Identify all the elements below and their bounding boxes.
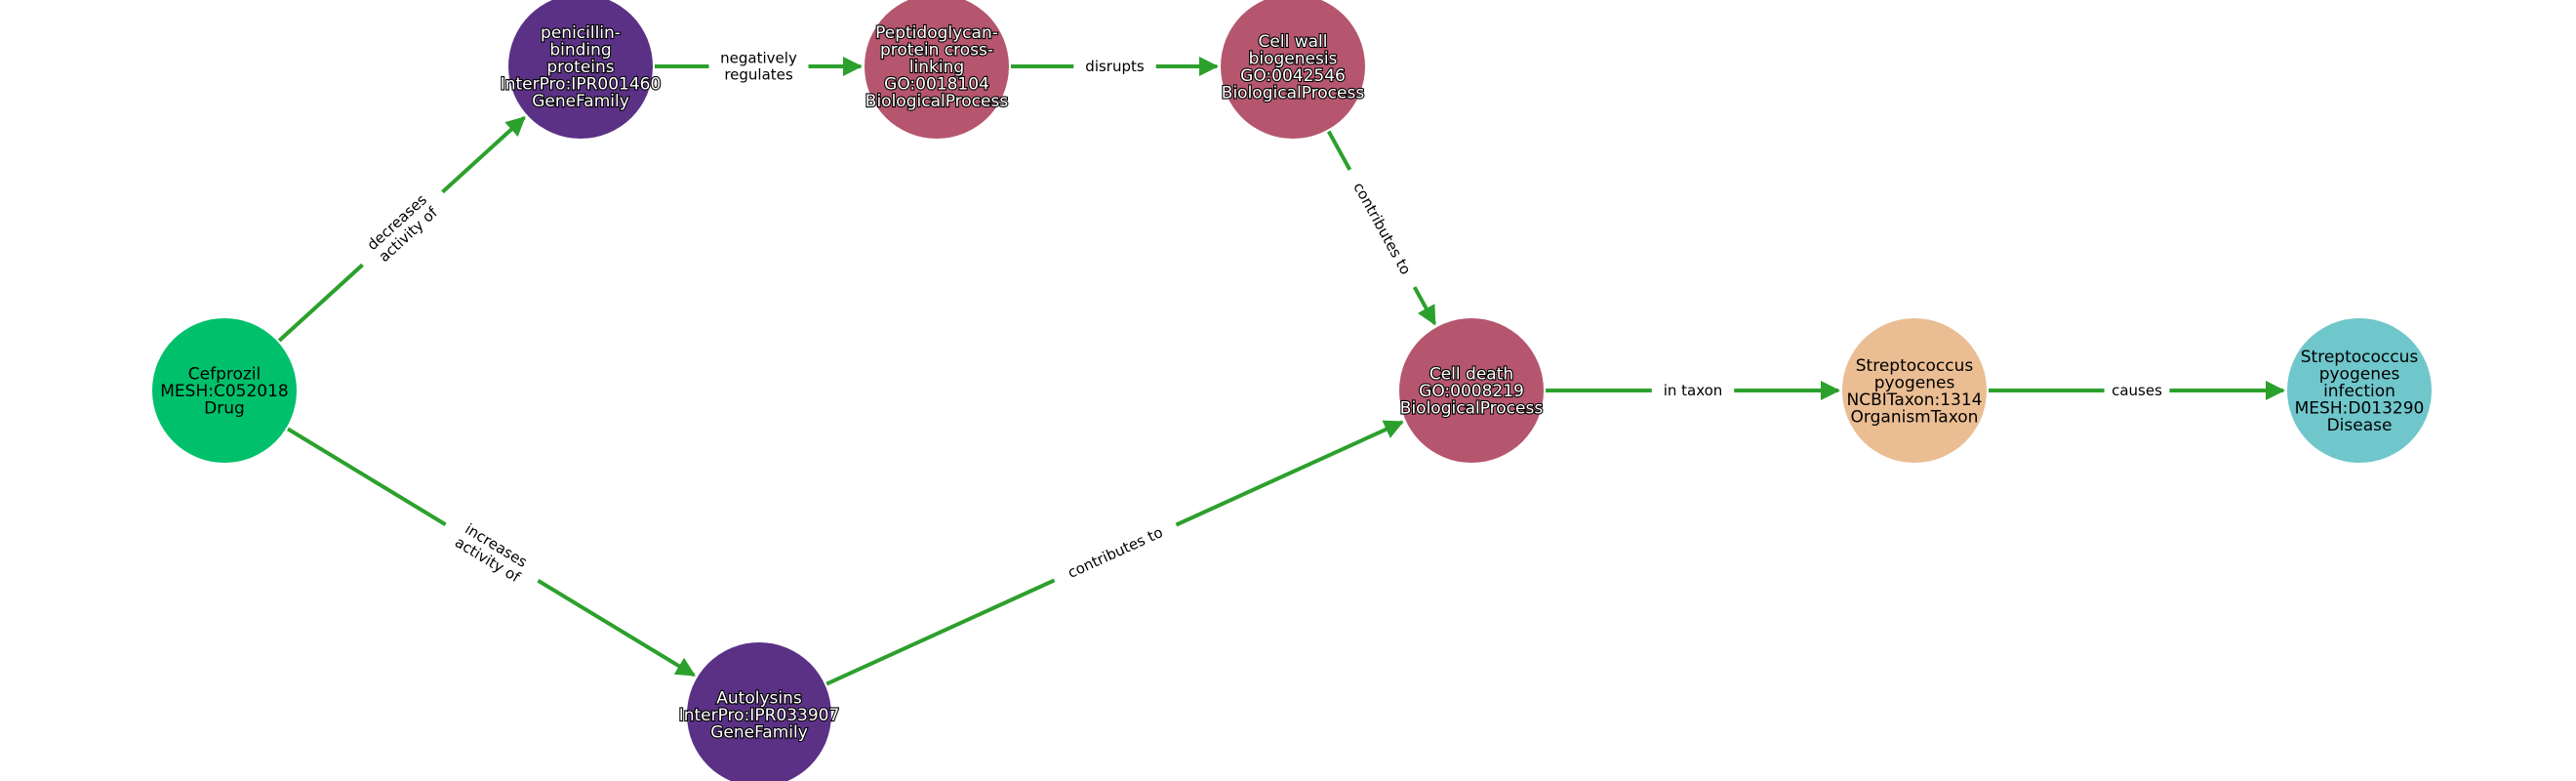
node-label-line: BiologicalProcess bbox=[1222, 83, 1365, 103]
node-label-line: Autolysins bbox=[716, 689, 802, 709]
node-label-line: Drug bbox=[204, 399, 245, 419]
node-circle bbox=[1399, 318, 1544, 463]
node-circle bbox=[687, 642, 831, 781]
edge-label-cellwall-celldeath: contributes to bbox=[1340, 164, 1425, 293]
edge-label-text: disrupts bbox=[1085, 58, 1145, 75]
edge-label-line: causes bbox=[2112, 382, 2162, 399]
node-label-line: proteins bbox=[546, 58, 614, 77]
node-label-line: BiologicalProcess bbox=[1400, 399, 1544, 419]
node-label-line: penicillin- bbox=[541, 23, 621, 43]
node-label-line: Cell wall bbox=[1259, 32, 1328, 52]
edge-label-text: in taxon bbox=[1664, 382, 1723, 399]
node-label-line: GO:0008219 bbox=[1419, 382, 1524, 401]
edge-label-background bbox=[1651, 379, 1735, 402]
edge-label-text: contributes to bbox=[1066, 523, 1166, 582]
node-label-line: Streptococcus bbox=[1856, 356, 1974, 376]
node-label-line: Cefprozil bbox=[188, 365, 262, 385]
edge-label-background bbox=[435, 508, 548, 597]
node-label-line: Cell death bbox=[1429, 365, 1513, 385]
node-label-line: binding bbox=[549, 41, 611, 61]
node-label-line: InterPro:IPR001460 bbox=[501, 75, 662, 95]
node-label-line: Peptidoglycan- bbox=[875, 23, 998, 43]
node-label-line: Disease bbox=[2327, 416, 2393, 435]
edge-label-line: regulates bbox=[724, 66, 793, 84]
edge-label-line: negatively bbox=[720, 50, 797, 67]
node-label-line: MESH:D013290 bbox=[2295, 399, 2425, 419]
edge-label-celldeath-strep: in taxon bbox=[1651, 379, 1735, 402]
edge-label-background bbox=[2104, 379, 2170, 402]
node-label-line: GeneFamily bbox=[532, 92, 629, 111]
edge-label-line: disrupts bbox=[1085, 58, 1145, 75]
edge-label-cefprozil-autolysins: increasesactivity of bbox=[435, 508, 548, 597]
node-label-line: biogenesis bbox=[1249, 49, 1338, 68]
node-circle bbox=[508, 0, 653, 139]
edge-label-background bbox=[1049, 514, 1182, 591]
edge-label-background bbox=[1073, 55, 1156, 78]
node-label-line: Streptococcus bbox=[2301, 348, 2419, 367]
node-label-line: OrganismTaxon bbox=[1851, 407, 1979, 427]
edge-label-text: causes bbox=[2112, 382, 2162, 399]
edge-label-strep-infection: causes bbox=[2104, 379, 2170, 402]
node-circle bbox=[2287, 318, 2432, 463]
node-label-line: GO:0042546 bbox=[1240, 66, 1346, 86]
edge-label-background bbox=[708, 47, 809, 86]
node-label-line: protein cross- bbox=[880, 41, 993, 61]
edge-label-text: contributes to bbox=[1349, 180, 1414, 278]
node-label-line: GeneFamily bbox=[710, 723, 808, 743]
node-label-line: BiologicalProcess bbox=[865, 92, 1009, 111]
edge-label-background bbox=[349, 177, 456, 280]
node-label-line: linking bbox=[909, 58, 964, 77]
edge-label-autolysins-celldeath: contributes to bbox=[1049, 514, 1182, 591]
node-label-line: GO:0018104 bbox=[884, 75, 989, 95]
node-circle bbox=[152, 318, 297, 463]
edge-label-background bbox=[1340, 164, 1425, 293]
node-label-line: infection bbox=[2323, 382, 2395, 401]
edge-label-line: contributes to bbox=[1066, 523, 1166, 582]
node-label-line: pyogenes bbox=[1874, 373, 1955, 392]
node-label-line: pyogenes bbox=[2319, 365, 2400, 385]
edge-label-cefprozil-pbp: decreasesactivity of bbox=[349, 177, 456, 280]
edge-label-line: contributes to bbox=[1349, 180, 1414, 278]
edge-label-peptidoglycan-cellwall: disrupts bbox=[1073, 55, 1156, 78]
node-circle bbox=[865, 0, 1009, 139]
node-label-line: NCBITaxon:1314 bbox=[1847, 390, 1983, 410]
node-circle bbox=[1842, 318, 1987, 463]
edge-label-line: in taxon bbox=[1664, 382, 1723, 399]
node-label-line: MESH:C052018 bbox=[160, 382, 288, 401]
node-circle bbox=[1221, 0, 1365, 139]
node-label-line: InterPro:IPR033907 bbox=[679, 706, 840, 725]
